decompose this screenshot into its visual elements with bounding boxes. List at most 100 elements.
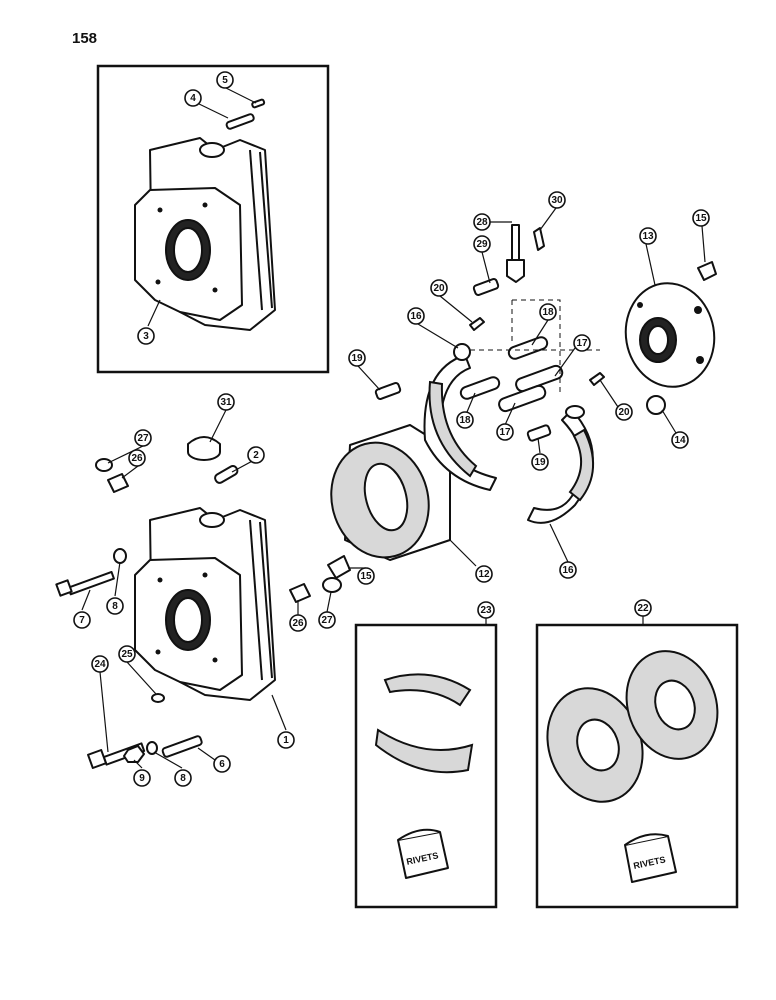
callout-circle [531, 453, 549, 471]
callout-number: 22 [637, 603, 649, 614]
callout-circle [137, 327, 155, 345]
callout-number: 12 [478, 569, 490, 580]
callout-number: 8 [180, 773, 186, 784]
callout-number: 5 [222, 75, 228, 86]
bolt-7-illustration [55, 570, 115, 597]
callout-circle [128, 449, 146, 467]
callout-2: 2 [247, 446, 265, 464]
callout-number: 18 [459, 415, 471, 426]
callout-number: 14 [674, 435, 686, 446]
callout-8: 8 [174, 769, 192, 787]
callout-circle [475, 565, 493, 583]
hub-13-illustration [624, 282, 716, 388]
callout-circle [91, 655, 109, 673]
callout-circle [213, 755, 231, 773]
callout-number: 2 [253, 450, 259, 461]
brake-shoe-16-upper-illustration [423, 343, 497, 491]
callout-number: 15 [360, 571, 372, 582]
clip-30-illustration [533, 227, 545, 251]
callout-4: 4 [184, 89, 202, 107]
pin-29-illustration [472, 278, 500, 296]
callout-circle [217, 393, 235, 411]
disc-kit-22-frame [535, 623, 739, 909]
callout-circle [106, 597, 124, 615]
stud-6-illustration [161, 735, 203, 758]
callout-number: 26 [131, 453, 143, 464]
callout-number: 17 [576, 338, 588, 349]
callout-circle [184, 89, 202, 107]
callout-number: 7 [79, 615, 85, 626]
callout-3: 3 [137, 327, 155, 345]
callout-circle [318, 611, 336, 629]
callout-number: 16 [410, 311, 422, 322]
callout-18: 18 [539, 303, 557, 321]
callout-number: 29 [476, 239, 488, 250]
callout-number: 17 [499, 427, 511, 438]
callout-number: 19 [351, 353, 363, 364]
callout-1: 1 [277, 731, 295, 749]
pin-19-lower-illustration [526, 424, 552, 442]
callout-circle [671, 431, 689, 449]
callout-circle [473, 235, 491, 253]
callout-29: 29 [473, 235, 491, 253]
callout-16: 16 [407, 307, 425, 325]
housing-inset-frame [96, 64, 330, 374]
callout-17: 17 [496, 423, 514, 441]
pin-19-upper-illustration [374, 382, 402, 400]
shoe-lining-lower-illustration [374, 728, 474, 774]
callout-circle [216, 71, 234, 89]
washer-8-lower-illustration [146, 741, 158, 755]
callout-circle [692, 209, 710, 227]
callout-15: 15 [692, 209, 710, 227]
callout-circle [456, 411, 474, 429]
callout-circle [73, 611, 91, 629]
callout-16: 16 [559, 561, 577, 579]
callout-number: 8 [112, 601, 118, 612]
link-18-upper-illustration [507, 336, 549, 360]
ball-14-illustration [646, 395, 666, 415]
callout-circle [118, 645, 136, 663]
callout-26: 26 [128, 449, 146, 467]
brake-shoe-16-lower-illustration [527, 405, 595, 524]
link-18-lower-illustration [459, 376, 501, 400]
link-17-lower-illustration [498, 384, 547, 413]
callout-20: 20 [430, 279, 448, 297]
callout-26: 26 [289, 614, 307, 632]
shoe-lining-upper-illustration [383, 673, 472, 707]
callout-circle [496, 423, 514, 441]
brake-drum-12-illustration [330, 424, 451, 561]
callout-circle [348, 349, 366, 367]
callout-23: 23 [477, 601, 495, 619]
fitting-15-right-illustration [697, 261, 717, 281]
callout-31: 31 [217, 393, 235, 411]
disc-lining-left-illustration [546, 687, 644, 803]
callout-number: 26 [292, 618, 304, 629]
callout-number: 27 [321, 615, 333, 626]
callout-number: 31 [220, 397, 232, 408]
callout-circle [357, 567, 375, 585]
cotter-20-lower-illustration [589, 372, 605, 386]
callout-9: 9 [133, 769, 151, 787]
callout-number: 20 [433, 283, 445, 294]
callout-circle [473, 213, 491, 231]
callout-circle [134, 429, 152, 447]
callout-27: 27 [134, 429, 152, 447]
callout-15: 15 [357, 567, 375, 585]
callout-circle [174, 769, 192, 787]
callout-5: 5 [216, 71, 234, 89]
callout-circle [277, 731, 295, 749]
callout-number: 19 [534, 457, 546, 468]
callout-number: 16 [562, 565, 574, 576]
callout-28: 28 [473, 213, 491, 231]
pin-5-illustration [251, 98, 266, 109]
callout-circle [548, 191, 566, 209]
pin-4-illustration [225, 113, 255, 130]
callout-number: 23 [480, 605, 492, 616]
dowel-2-illustration [214, 465, 239, 484]
callout-number: 24 [94, 659, 106, 670]
seal-31-illustration [187, 436, 221, 461]
callout-13: 13 [639, 227, 657, 245]
clevis-rod-28-illustration [506, 224, 525, 283]
callout-27: 27 [318, 611, 336, 629]
